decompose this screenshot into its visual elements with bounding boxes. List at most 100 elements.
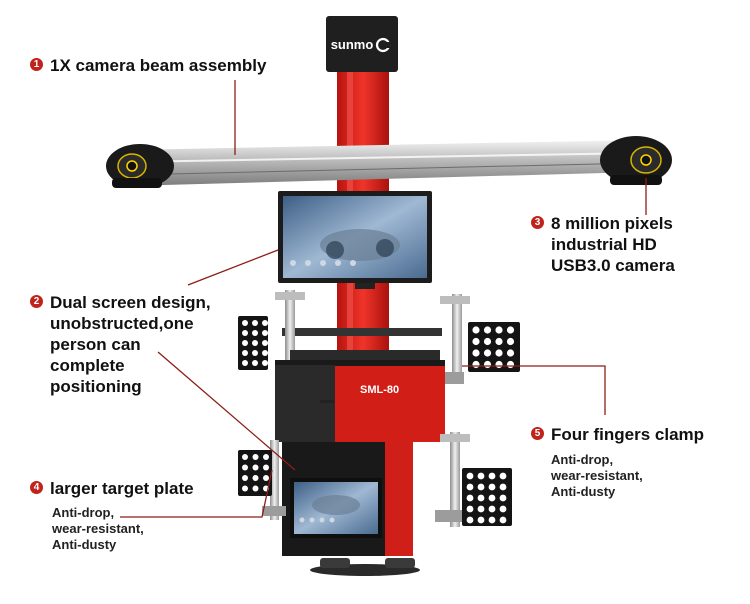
target-dot xyxy=(252,330,258,336)
target-dot xyxy=(252,320,258,326)
left-camera-head xyxy=(106,144,174,188)
target-dot xyxy=(499,505,507,513)
callout-5: 5 Four fingers clamp xyxy=(531,424,704,445)
callout-5-number: 5 xyxy=(531,427,544,440)
target-dot xyxy=(506,326,515,334)
target-dot xyxy=(252,360,258,366)
target-dot xyxy=(499,472,507,480)
target-dot xyxy=(242,350,248,356)
target-dot xyxy=(466,483,474,491)
leader-lines xyxy=(120,80,647,518)
target-dot xyxy=(483,337,492,346)
target-dot xyxy=(466,516,474,524)
target-dot xyxy=(262,350,268,356)
target-dot xyxy=(242,320,248,326)
target-dot xyxy=(495,349,503,357)
target-dot xyxy=(506,349,515,357)
target-dot xyxy=(242,330,248,336)
callout-3: 3 8 million pixels industrial HD USB3.0 … xyxy=(531,213,675,276)
target-dot xyxy=(506,360,515,369)
target-dot xyxy=(252,350,258,356)
upper-right-clamp xyxy=(440,294,520,384)
upper-cabinet: SML-80 xyxy=(275,350,445,442)
upper-right-target-plate xyxy=(472,326,515,369)
target-dot xyxy=(483,349,492,357)
callout-5-title: Four fingers clamp xyxy=(551,425,705,444)
callout-1-number: 1 xyxy=(30,58,43,71)
target-dot xyxy=(488,483,496,491)
target-dot xyxy=(262,360,268,366)
callout-2-title: Dual screen design, unobstructed,one per… xyxy=(50,293,211,396)
svg-text:SML-80: SML-80 xyxy=(360,384,399,396)
upper-monitor xyxy=(278,191,432,289)
target-dot xyxy=(252,464,259,471)
target-dot xyxy=(477,494,485,502)
target-dot xyxy=(242,360,248,366)
target-dot xyxy=(263,464,269,471)
camera-beam xyxy=(124,140,641,186)
callout-4-number: 4 xyxy=(30,481,43,494)
callout-1-title: 1X camera beam assembly xyxy=(50,56,267,75)
base-feet xyxy=(310,558,420,576)
target-dot xyxy=(499,494,507,502)
callout-3-number: 3 xyxy=(531,216,544,229)
target-dot xyxy=(262,330,268,336)
callout-4: 4 larger target plate xyxy=(30,478,194,499)
callout-1: 1 1X camera beam assembly xyxy=(30,55,266,76)
target-dot xyxy=(499,516,507,524)
target-dot xyxy=(242,485,248,492)
target-dot xyxy=(263,454,269,460)
target-dot xyxy=(242,454,248,460)
target-dot xyxy=(488,472,496,480)
target-dot xyxy=(466,505,474,513)
target-dot xyxy=(483,326,492,334)
lower-left-target-plate xyxy=(242,454,269,492)
target-dot xyxy=(488,505,496,513)
target-dot xyxy=(506,337,515,346)
target-dot xyxy=(242,464,248,471)
target-dot xyxy=(495,326,503,334)
callout-4-title: larger target plate xyxy=(50,479,194,498)
target-dot xyxy=(495,337,503,346)
target-dot xyxy=(477,505,485,513)
lower-right-clamp xyxy=(435,432,512,527)
target-dot xyxy=(466,494,474,502)
lower-right-target-plate xyxy=(466,472,507,524)
callout-2: 2 Dual screen design, unobstructed,one p… xyxy=(30,292,211,397)
lower-cabinet xyxy=(282,442,413,556)
upper-clamp-bar xyxy=(282,328,442,336)
target-dot xyxy=(472,326,480,334)
target-dot xyxy=(477,516,485,524)
callout-4-features: Anti-drop, wear-resistant, Anti-dusty xyxy=(52,505,144,552)
target-dot xyxy=(488,494,496,502)
target-dot xyxy=(466,472,474,480)
target-dot xyxy=(263,475,269,481)
svg-text:sunmo: sunmo xyxy=(331,37,374,52)
target-dot xyxy=(495,360,503,369)
target-dot xyxy=(242,475,248,481)
callout-3-title: 8 million pixels industrial HD USB3.0 ca… xyxy=(551,214,675,275)
target-dot xyxy=(477,483,485,491)
target-dot xyxy=(472,360,480,369)
target-dot xyxy=(477,472,485,480)
target-dot xyxy=(242,340,248,346)
target-dot xyxy=(252,454,259,460)
callout-5-features: Anti-drop, wear-resistant, Anti-dusty xyxy=(551,452,643,499)
callout-2-number: 2 xyxy=(30,295,43,308)
lower-left-clamp xyxy=(238,440,286,520)
target-dot xyxy=(488,516,496,524)
right-camera-head xyxy=(600,136,672,185)
target-dot xyxy=(252,475,259,481)
target-dot xyxy=(252,340,258,346)
target-dot xyxy=(262,340,268,346)
target-dot xyxy=(499,483,507,491)
target-dot xyxy=(472,337,480,346)
target-dot xyxy=(262,320,268,326)
upper-left-target-plate xyxy=(242,320,268,366)
target-dot xyxy=(252,485,259,492)
logo-box: sunmo xyxy=(326,16,398,72)
target-dot xyxy=(483,360,492,369)
target-dot xyxy=(472,349,480,357)
